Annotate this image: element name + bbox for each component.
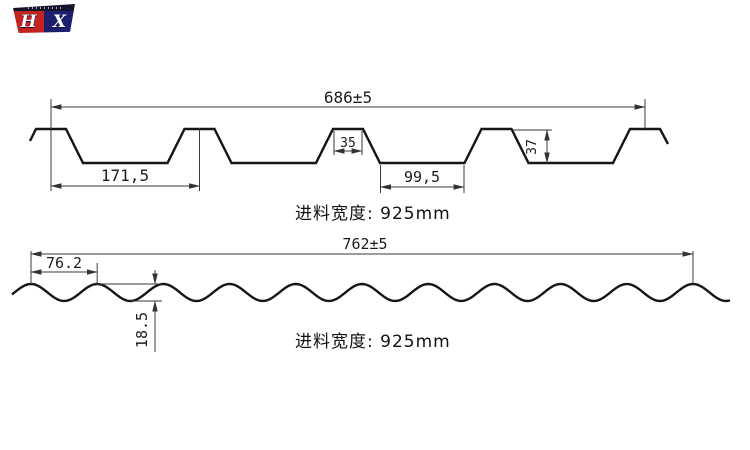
corrugated-profile-path [11,282,731,303]
logo-letter-x: X [44,11,75,33]
dim-label-valley: 99,5 [404,168,440,186]
logo-top-bar [13,4,75,11]
dim-top-overall-width: 686±5 [50,88,646,191]
dim-label-bottom-overall: 762±5 [342,235,387,253]
logo-body: H X [13,11,75,33]
dim-top-valley-width: 99,5 [379,165,465,193]
dim-top-rib-width: 35 [333,131,363,155]
dim-top-height: 37 [513,129,552,164]
dim-bottom-pitch: 76.2 [30,254,98,284]
dim-label-height: 37 [525,139,540,155]
trapezoid-profile-path [28,127,670,165]
bottom-feed-width-note: 进料宽度: 925mm [295,332,451,352]
logo-letter-h: H [13,11,44,33]
company-logo: H X [13,4,75,33]
dim-label-top-overall: 686±5 [324,88,372,107]
dim-label-pitch: 76.2 [46,254,82,272]
top-feed-width-note: 进料宽度: 925mm [295,204,451,224]
dim-label-rib-top: 35 [340,136,356,151]
dim-label-rib-spacing: 171,5 [101,166,149,185]
dim-bottom-wave-height: 18.5 [97,270,162,352]
dim-top-rib-spacing: 171,5 [50,128,201,191]
dim-bottom-overall-width: 762±5 [30,235,694,284]
dim-label-wave-height: 18.5 [133,312,151,348]
